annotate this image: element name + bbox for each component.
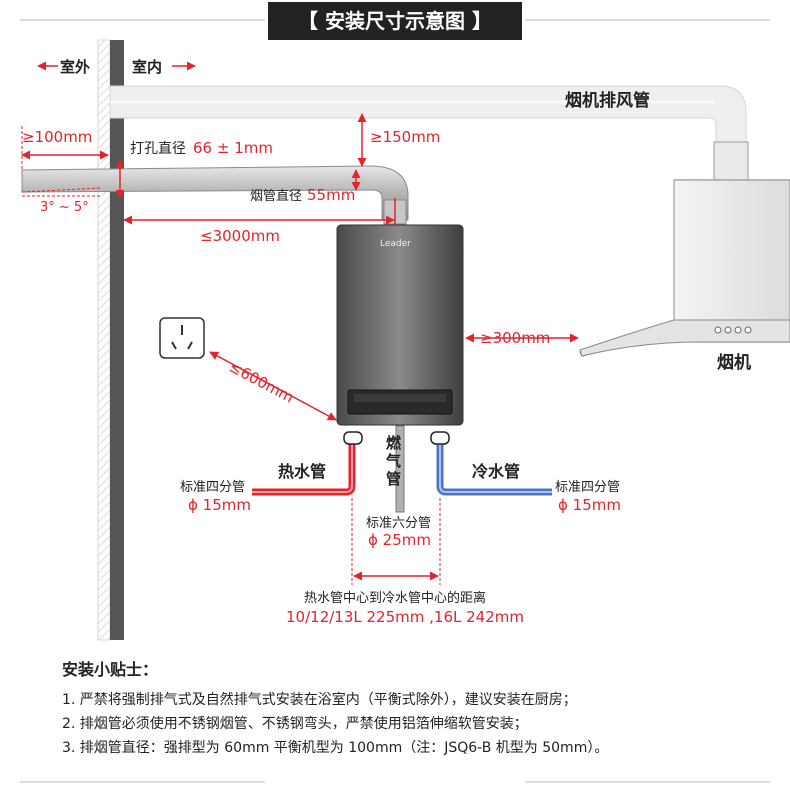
title-background xyxy=(268,2,522,40)
dim-up-text: ≥150mm xyxy=(370,128,440,146)
tips-title: 安装小贴士： xyxy=(62,660,159,679)
dim-socket-arrow xyxy=(209,351,337,421)
cold-pipe-label: 冷水管 xyxy=(472,462,520,481)
hot-pipe-label: 热水管 xyxy=(278,462,326,481)
gas-pipe-label-1: 燃 xyxy=(386,434,402,452)
hot-std-label: 标准四分管 xyxy=(180,480,245,495)
center-dist-value: 10/12/13L 225mm ,16L 242mm xyxy=(286,608,524,626)
slope-text: 3° ~ 5° xyxy=(40,200,89,215)
indoor-label: 室内 xyxy=(132,58,162,76)
hot-diameter: ϕ 15mm xyxy=(188,496,251,514)
hood-label: 烟机 xyxy=(717,352,751,373)
water-heater: Leader xyxy=(336,224,464,426)
hole-value: 66 ± 1mm xyxy=(193,139,273,157)
cold-std-label: 标准四分管 xyxy=(555,480,620,495)
hole-label: 打孔直径 xyxy=(130,140,186,157)
gas-std-label: 标准六分管 xyxy=(366,516,431,531)
flue-label: 烟管直径 xyxy=(250,189,302,204)
cold-water-pipe-highlight xyxy=(439,440,552,493)
install-tips: 安装小贴士： 1. 严禁将强制排气式及自然排气式安装在浴室内（平衡式除外），建议… xyxy=(62,656,777,760)
gas-pipe-label-2: 气 xyxy=(385,452,401,470)
slope-line xyxy=(21,187,101,193)
dim-len-text: ≤3000mm xyxy=(200,227,280,245)
tip-item: 3. 排烟管直径：强排型为 60mm 平衡机型为 100mm（注：JSQ6-B … xyxy=(62,740,609,756)
electrical-socket-icon xyxy=(159,317,205,359)
cold-valve xyxy=(430,431,450,445)
wall xyxy=(97,39,124,641)
tip-item: 2. 排烟管必须使用不锈钢烟管、不锈钢弯头，严禁使用铝箔伸缩软管安装； xyxy=(62,716,528,732)
dim-wall-text: ≥100mm xyxy=(22,128,92,146)
title-bar: 【 安装尺寸示意图 】 xyxy=(20,2,770,40)
page-title: 【 安装尺寸示意图 】 xyxy=(298,9,492,33)
dim-hood-text: ≥300mm xyxy=(480,329,550,347)
center-dist-label: 热水管中心到冷水管中心的距离 xyxy=(304,590,486,606)
hot-valve xyxy=(343,431,363,445)
gas-diameter: ϕ 25mm xyxy=(368,531,431,549)
tip-item: 1. 严禁将强制排气式及自然排气式安装在浴室内（平衡式除外），建议安装在厨房； xyxy=(62,692,577,708)
dim-socket-text: ≤600mm xyxy=(226,358,297,407)
hood-pipe-label: 烟机排风管 xyxy=(565,90,650,111)
range-hood xyxy=(579,141,790,357)
brand-logo: Leader xyxy=(380,239,411,249)
outdoor-label: 室外 xyxy=(60,58,90,76)
gas-pipe xyxy=(395,425,405,513)
cold-diameter: ϕ 15mm xyxy=(558,496,621,514)
gas-pipe-label-3: 管 xyxy=(386,470,401,488)
hot-water-pipe-highlight xyxy=(252,440,353,493)
flue-value: 55mm xyxy=(307,186,355,204)
